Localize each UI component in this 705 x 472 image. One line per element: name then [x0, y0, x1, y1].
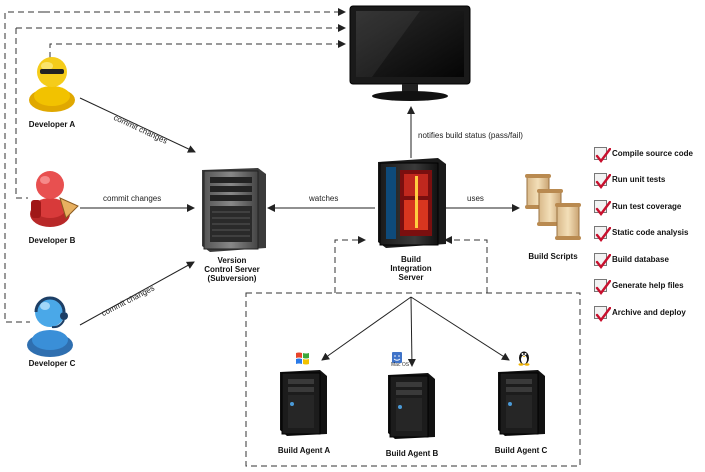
agent-a-label: Build Agent A — [277, 446, 331, 455]
agent-b-tower-icon — [388, 373, 435, 439]
notification-lines — [4, 8, 346, 323]
checklist-item-label: Archive and deploy — [612, 307, 686, 317]
checklist-item-label: Static code analysis — [612, 228, 689, 238]
checkmark-icon — [594, 199, 611, 216]
vcs-label-line: Control Server — [204, 265, 260, 275]
checkmark-icon — [594, 173, 611, 190]
build-server-label-line: Build — [401, 255, 421, 264]
dispatch-arrow-b — [407, 296, 416, 367]
scroll-icon — [525, 174, 581, 240]
developer-a-avatar — [29, 57, 75, 112]
developer-c-avatar — [27, 296, 73, 357]
agent-c-tower-icon — [498, 370, 545, 436]
developer-a-label: Developer A — [28, 120, 76, 129]
agent-report-left — [334, 236, 366, 293]
developer-b-avatar — [30, 171, 79, 227]
checklist-item-label: Generate help files — [612, 281, 684, 291]
checklist-item: Compile source code — [594, 140, 704, 167]
build-task-checklist: Compile source code Run unit tests Run t… — [594, 140, 704, 326]
watches-label: watches — [309, 194, 339, 203]
checkmark-icon — [594, 146, 611, 163]
windows-logo-icon — [296, 352, 309, 365]
mac-os-badge: Mac OS — [391, 362, 410, 368]
agent-c-label: Build Agent C — [494, 446, 548, 455]
checkmark-icon — [594, 305, 611, 322]
agent-b-label: Build Agent B — [385, 449, 439, 458]
checklist-item-label: Run unit tests — [612, 175, 666, 185]
vcs-label-line: Version — [217, 256, 247, 265]
vcs-label: Version Control Server (Subversion) — [204, 256, 260, 284]
dispatch-arrow-c — [410, 296, 510, 361]
checkmark-icon — [594, 226, 611, 243]
vcs-label-line: (Subversion) — [207, 274, 257, 284]
monitor-icon — [349, 5, 471, 101]
commit-label-b: commit changes — [103, 194, 162, 203]
checklist-item: Generate help files — [594, 273, 704, 300]
checklist-item-label: Build database — [612, 254, 669, 264]
build-agents-boundary — [245, 292, 581, 467]
checklist-item-label: Compile source code — [612, 148, 693, 158]
build-server-label-line: Integration — [390, 264, 432, 274]
developer-c-label: Developer C — [28, 359, 76, 368]
commit-arrow-a — [79, 97, 196, 153]
checklist-item: Run unit tests — [594, 167, 704, 194]
agent-report-right — [444, 236, 488, 293]
build-scripts-label: Build Scripts — [528, 252, 578, 261]
agent-a-tower-icon — [280, 370, 327, 436]
uses-label: uses — [467, 194, 484, 203]
notify-arrow-3 — [49, 40, 346, 58]
checkmark-icon — [594, 252, 611, 269]
notify-line-developer-c — [4, 11, 44, 323]
checklist-item: Archive and deploy — [594, 299, 704, 326]
checkmark-icon — [594, 279, 611, 296]
notify-line-developer-b — [15, 28, 28, 199]
notifies-label: notifies build status (pass/fail) — [418, 131, 523, 140]
checklist-item: Build database — [594, 246, 704, 273]
commit-arrow-c — [79, 261, 195, 326]
checklist-item-label: Run test coverage — [612, 201, 682, 211]
checklist-item: Static code analysis — [594, 220, 704, 247]
checklist-item: Run test coverage — [594, 193, 704, 220]
build-server-label-line: Server — [398, 273, 424, 283]
developer-b-label: Developer B — [28, 236, 76, 245]
build-server-icon — [378, 158, 446, 248]
mac-os-logo-icon — [392, 352, 402, 363]
build-server-label: Build Integration Server — [390, 255, 431, 283]
dispatch-arrow-a — [321, 296, 412, 361]
server-icon — [202, 168, 266, 252]
linux-tux-icon — [518, 351, 530, 366]
